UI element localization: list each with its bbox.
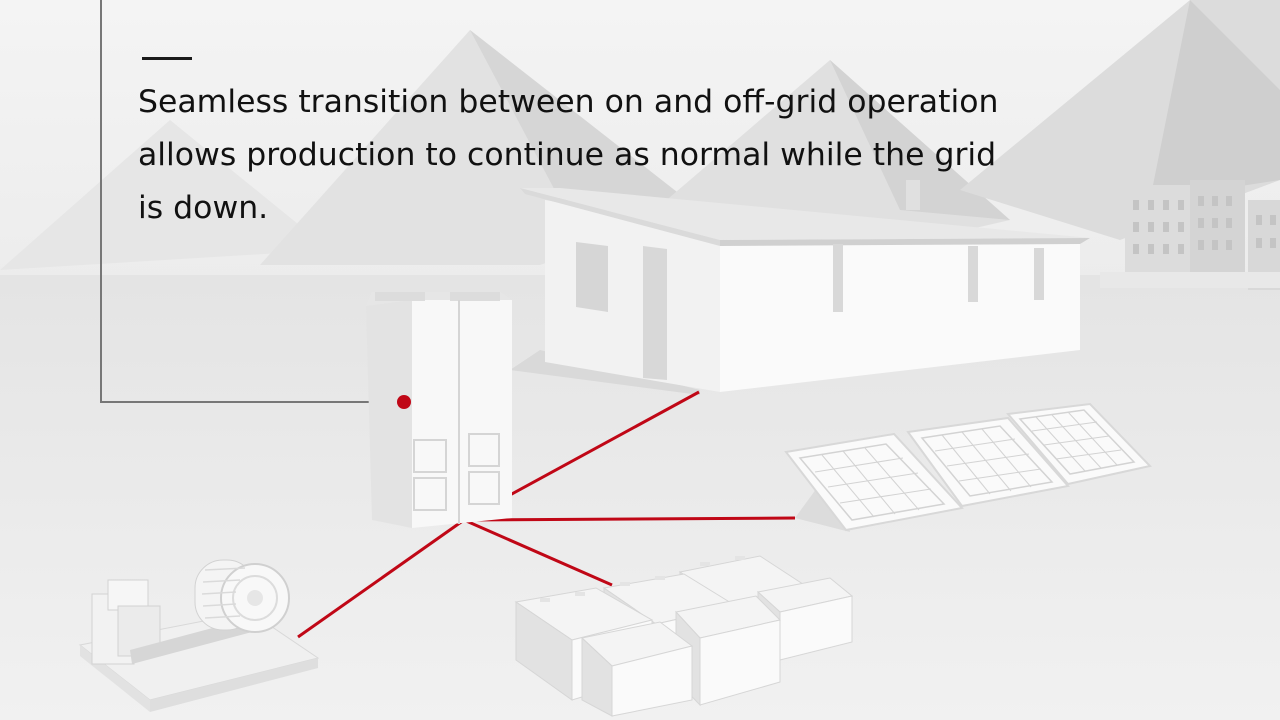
caption-line-3: is down. (138, 190, 269, 226)
caption-accent-dash (142, 57, 192, 60)
city-buildings (1100, 180, 1280, 290)
switchgear-cabinet (366, 292, 512, 528)
caption-line-1: Seamless transition between on and off-g… (138, 84, 999, 120)
battery-bank (514, 555, 854, 717)
house (510, 180, 1090, 395)
generator (78, 559, 320, 712)
caption-line-2: allows production to continue as normal … (138, 137, 997, 173)
solar-panels (784, 402, 1152, 532)
callout-dot-icon (397, 395, 411, 409)
caption-text: Seamless transition between on and off-g… (138, 76, 1198, 235)
callout-line (100, 0, 404, 403)
